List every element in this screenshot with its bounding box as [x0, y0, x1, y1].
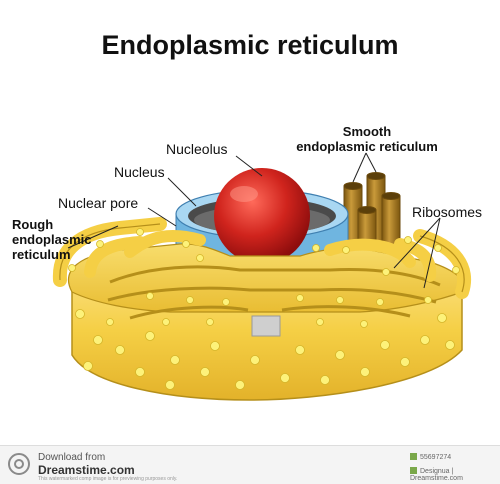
diagram-title: Endoplasmic reticulum [101, 30, 399, 60]
leader-lines [67, 152, 441, 289]
footer-note: This watermarked comp image is for previ… [38, 476, 178, 482]
label-ribosomes: Ribosomes [412, 204, 483, 220]
footer-credit: Designua | Dreamstime.com [410, 467, 500, 482]
label-nuclear-pore: Nuclear pore [58, 195, 139, 211]
footer-id-text: 55697274 [420, 454, 452, 461]
label-rough-er-line2: endoplasmic [12, 232, 92, 247]
footer-credit-text: Designua | Dreamstime.com [410, 468, 463, 482]
label-smooth-er-line1: Smooth [342, 124, 392, 139]
label-smooth-er: Smooth endoplasmic reticulum [292, 124, 442, 154]
label-rough-er-line1: Rough [12, 217, 54, 232]
er-diagram [52, 152, 472, 401]
label-nucleus: Nucleus [114, 164, 165, 180]
watermark-footer: Download from Dreamstime.com This waterm… [0, 445, 500, 484]
ribosomes [68, 228, 460, 390]
label-rough-er: Rough endoplasmic reticulum [12, 217, 91, 262]
footer-image-id: 55697274 [410, 453, 451, 461]
footer-download-text: Download from [38, 452, 106, 463]
dreamstime-logo-icon [8, 453, 30, 475]
rough-er [52, 217, 472, 401]
footer-site[interactable]: Dreamstime.com [38, 463, 135, 477]
label-rough-er-line3: reticulum [12, 247, 71, 262]
label-nucleolus: Nucleolus [166, 141, 228, 157]
credit-icon [410, 467, 417, 474]
id-icon [410, 453, 417, 460]
label-smooth-er-line2: endoplasmic reticulum [296, 139, 438, 154]
nucleolus [214, 168, 310, 264]
